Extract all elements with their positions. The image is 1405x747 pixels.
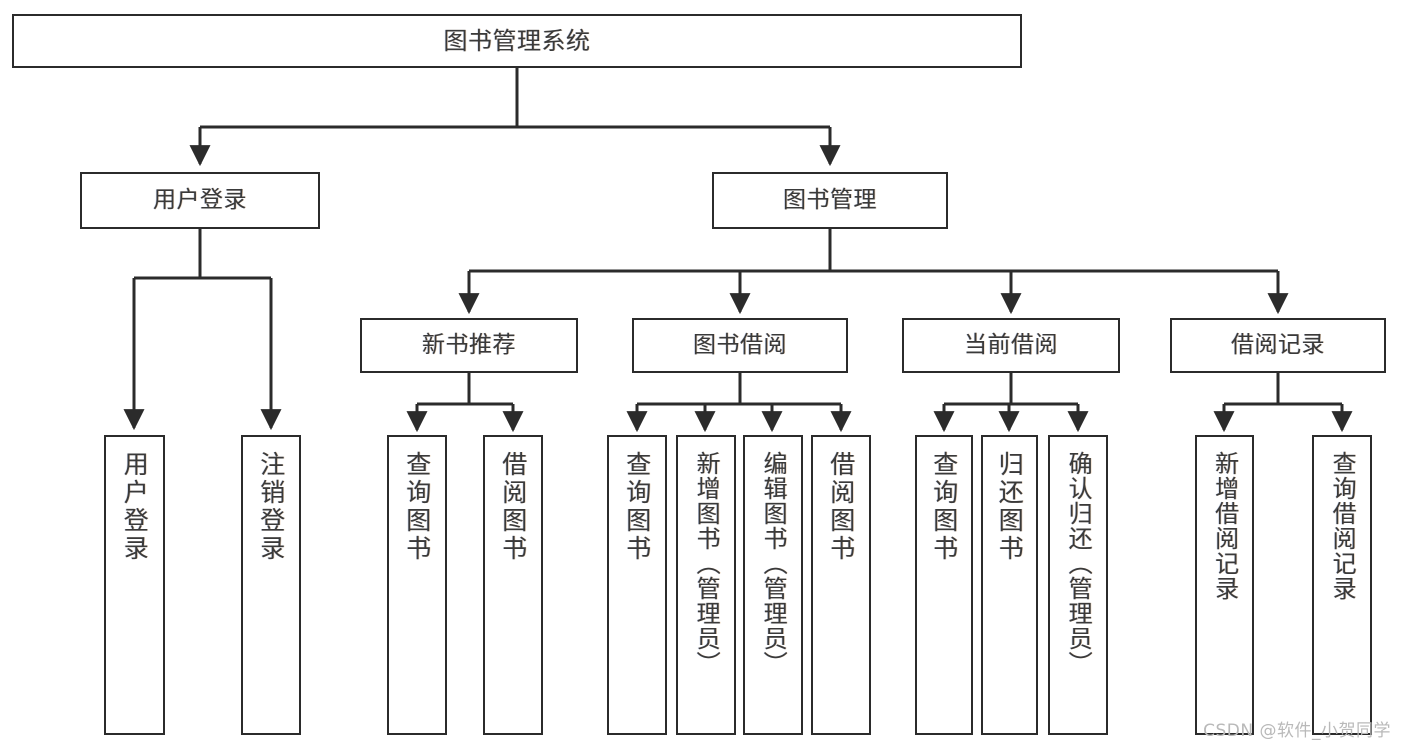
- node-label: 归还图书: [995, 451, 1025, 563]
- node-user-login[interactable]: 用户登录: [80, 172, 320, 229]
- leaf-book-borrow-lend-book[interactable]: 借阅图书: [811, 435, 871, 735]
- node-new-book-recommend[interactable]: 新书推荐: [360, 318, 578, 373]
- node-label: 新书推荐: [422, 331, 516, 358]
- leaf-new-book-borrow-book[interactable]: 借阅图书: [483, 435, 543, 735]
- leaf-borrow-record-add-record[interactable]: 新增借阅记录: [1195, 435, 1254, 735]
- node-book-management[interactable]: 图书管理: [712, 172, 948, 229]
- leaf-book-borrow-edit-book-admin[interactable]: 编辑图书（管理员）: [743, 435, 803, 735]
- leaf-book-borrow-query-book[interactable]: 查询图书: [607, 435, 667, 735]
- node-label: 注销登录: [256, 451, 286, 563]
- node-label: 图书管理系统: [443, 26, 591, 55]
- leaf-borrow-record-query-record[interactable]: 查询借阅记录: [1312, 435, 1372, 735]
- node-borrow-record[interactable]: 借阅记录: [1170, 318, 1386, 373]
- node-book-borrow[interactable]: 图书借阅: [632, 318, 848, 373]
- node-label: 图书管理: [783, 186, 877, 213]
- node-label: 确认归还（管理员）: [1064, 451, 1093, 676]
- leaf-new-book-query-book[interactable]: 查询图书: [387, 435, 447, 735]
- leaf-user-login-login[interactable]: 用户登录: [104, 435, 165, 735]
- node-label: 借阅记录: [1231, 331, 1325, 358]
- node-label: 借阅图书: [826, 451, 856, 563]
- node-label: 图书借阅: [693, 331, 787, 358]
- node-label: 新增借阅记录: [1210, 451, 1239, 601]
- leaf-current-borrow-return-book[interactable]: 归还图书: [981, 435, 1038, 735]
- node-label: 查询图书: [622, 451, 652, 563]
- leaf-current-borrow-confirm-return-admin[interactable]: 确认归还（管理员）: [1048, 435, 1108, 735]
- csdn-watermark: CSDN @软件_小贺同学: [1203, 721, 1391, 741]
- node-current-borrow[interactable]: 当前借阅: [902, 318, 1120, 373]
- node-label: 查询借阅记录: [1328, 451, 1357, 601]
- node-label: 借阅图书: [498, 451, 528, 563]
- node-root-book-management-system[interactable]: 图书管理系统: [12, 14, 1022, 68]
- node-label: 当前借阅: [964, 331, 1058, 358]
- leaf-current-borrow-query-book[interactable]: 查询图书: [915, 435, 973, 735]
- node-label: 用户登录: [153, 186, 247, 213]
- node-label: 查询图书: [929, 451, 959, 563]
- leaf-book-borrow-add-book-admin[interactable]: 新增图书（管理员）: [676, 435, 736, 735]
- node-label: 查询图书: [402, 451, 432, 563]
- node-label: 编辑图书（管理员）: [759, 451, 788, 676]
- node-label: 用户登录: [120, 451, 150, 563]
- node-label: 新增图书（管理员）: [692, 451, 721, 676]
- leaf-user-login-logout[interactable]: 注销登录: [241, 435, 301, 735]
